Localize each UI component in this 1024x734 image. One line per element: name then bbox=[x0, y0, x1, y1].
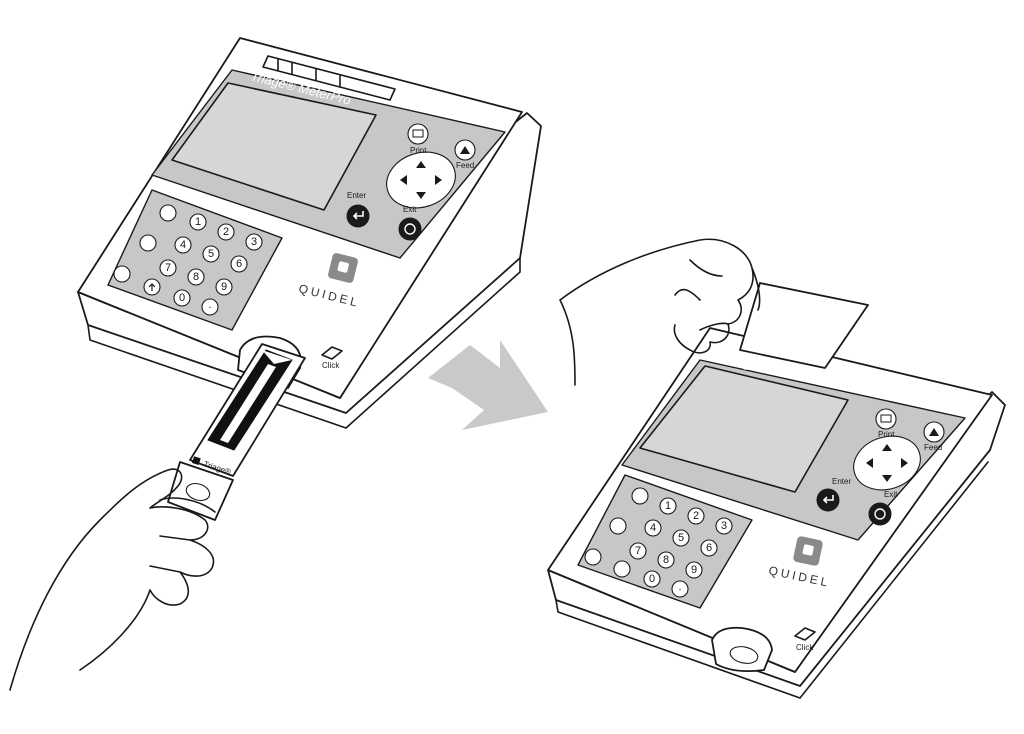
print-button-left[interactable] bbox=[407, 123, 429, 145]
key-1[interactable] bbox=[189, 213, 207, 231]
display-screen-right bbox=[639, 365, 849, 493]
printed-paper bbox=[739, 282, 869, 369]
nav-pad-right[interactable] bbox=[847, 428, 928, 498]
key-decimal-label: . bbox=[208, 299, 211, 311]
svg-text:8: 8 bbox=[663, 554, 669, 566]
key-3-label: 3 bbox=[251, 236, 257, 248]
exit-label-right: Exit bbox=[884, 490, 898, 499]
sample-port-right bbox=[729, 646, 759, 664]
keypad-left: 1 2 3 4 5 6 7 8 9 0 . bbox=[113, 204, 263, 316]
key-7[interactable] bbox=[159, 259, 177, 277]
up-arrow-icon bbox=[148, 283, 156, 291]
display-screen-left bbox=[171, 82, 377, 211]
key-decimal[interactable] bbox=[201, 298, 219, 316]
meter-left: Triage® MeterPro Print Feed Enter Exit 1… bbox=[77, 37, 542, 429]
click-label-left: Click bbox=[322, 361, 340, 370]
paper-slot-left bbox=[262, 55, 396, 101]
enter-label-left: Enter bbox=[347, 191, 366, 200]
svg-text:4: 4 bbox=[650, 522, 656, 534]
memory-key[interactable] bbox=[139, 234, 157, 252]
exit-button-right[interactable] bbox=[868, 502, 892, 526]
svg-text:9: 9 bbox=[691, 564, 697, 576]
meter-right: Triage® MeterPro Print Feed Enter Exit 1… bbox=[547, 282, 1006, 699]
exit-label-left: Exit bbox=[403, 205, 417, 214]
enter-label-right: Enter bbox=[832, 477, 851, 486]
svg-text:6: 6 bbox=[706, 542, 712, 554]
sample-port bbox=[185, 482, 211, 502]
cassette-logo-icon bbox=[191, 456, 201, 466]
key-1-label: 1 bbox=[195, 216, 201, 228]
svg-text:0: 0 bbox=[649, 573, 655, 585]
svg-text:2: 2 bbox=[693, 510, 699, 522]
click-label-right: Click bbox=[796, 643, 814, 652]
meter-left-base-edge bbox=[87, 257, 521, 429]
insert-arrow-icon bbox=[262, 350, 292, 364]
paper-feed-icon bbox=[460, 146, 470, 154]
feed-label-right: Feed bbox=[924, 443, 942, 452]
hand-left bbox=[9, 468, 215, 691]
key-5[interactable] bbox=[202, 245, 220, 263]
click-icon-left bbox=[321, 346, 343, 360]
feed-label-left: Feed bbox=[456, 161, 474, 170]
key-7-label: 7 bbox=[165, 262, 171, 274]
svg-text:7: 7 bbox=[635, 545, 641, 557]
print-label-left: Print bbox=[410, 146, 427, 155]
key-6[interactable] bbox=[230, 255, 248, 273]
keypad-right: 1 2 3 4 5 6 7 8 9 0 . bbox=[584, 487, 733, 598]
test-cassette[interactable]: Triage® bbox=[167, 343, 306, 521]
click-icon-right bbox=[794, 627, 816, 641]
key-6-label: 6 bbox=[236, 258, 242, 270]
nav-pad-left[interactable] bbox=[379, 144, 462, 217]
exit-icon bbox=[404, 223, 416, 235]
key-0[interactable] bbox=[173, 289, 191, 307]
key-8[interactable] bbox=[187, 268, 205, 286]
printer-icon bbox=[412, 129, 424, 138]
exit-button-left[interactable] bbox=[398, 217, 422, 241]
key-8-label: 8 bbox=[193, 271, 199, 283]
backlight-key[interactable] bbox=[159, 204, 177, 222]
svg-text:.: . bbox=[678, 581, 681, 593]
process-arrow bbox=[428, 340, 548, 430]
svg-text:5: 5 bbox=[678, 532, 684, 544]
key-2[interactable] bbox=[217, 223, 235, 241]
svg-text:3: 3 bbox=[721, 520, 727, 532]
print-button-right[interactable] bbox=[875, 408, 897, 430]
key-2-label: 2 bbox=[223, 226, 229, 238]
quidel-logo-right bbox=[793, 536, 823, 566]
power-key[interactable] bbox=[113, 265, 131, 283]
quidel-logo-left bbox=[328, 253, 358, 283]
key-5-label: 5 bbox=[208, 248, 214, 260]
print-label-right: Print bbox=[878, 430, 895, 439]
enter-icon bbox=[352, 211, 364, 220]
key-9-label: 9 bbox=[221, 281, 227, 293]
svg-text:1: 1 bbox=[665, 500, 671, 512]
key-3[interactable] bbox=[245, 233, 263, 251]
key-4-label: 4 bbox=[180, 239, 186, 251]
key-0-label: 0 bbox=[179, 292, 185, 304]
hand-right bbox=[559, 238, 761, 386]
key-9[interactable] bbox=[215, 278, 233, 296]
key-4[interactable] bbox=[174, 236, 192, 254]
